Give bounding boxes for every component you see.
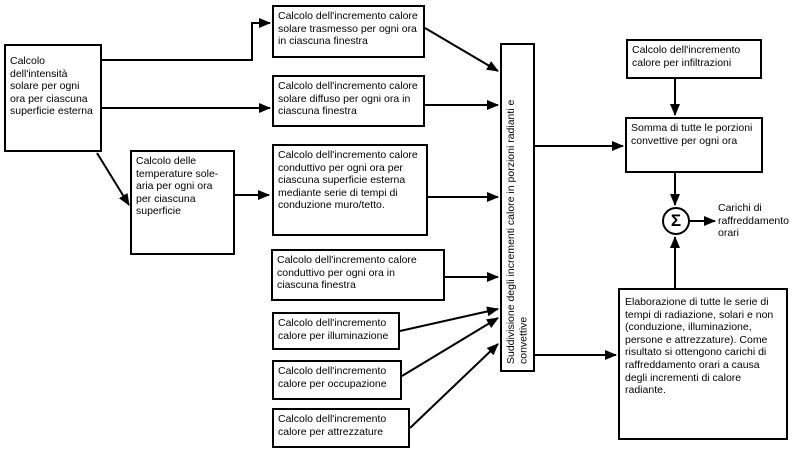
sigma-icon: Σ <box>670 210 682 230</box>
node-incremento-conduttivo-superficie: Calcolo dell'incremento calore conduttiv… <box>272 144 428 236</box>
node-elaborazione-serie-tempi: Elaborazione di tutte le serie di tempi … <box>618 288 788 440</box>
node-temperature-sole-aria: Calcolo delle temperature sole-aria per … <box>130 150 235 255</box>
node-incremento-conduttivo-finestra: Calcolo dell'incremento calore conduttiv… <box>271 249 445 301</box>
node-intensita-solare: Calcolo dell'intensità solare per ogni o… <box>4 44 102 152</box>
output-label-carichi-raffreddamento: Carichi di raffreddamento orari <box>718 202 790 240</box>
node-somma-porzioni-convettive: Somma di tutte le porzioni convettive pe… <box>625 117 763 173</box>
node-incremento-infiltrazioni: Calcolo dell'incremento calore per infil… <box>626 39 762 79</box>
node-incremento-occupazione: Calcolo dell'incremento calore per occup… <box>272 360 402 400</box>
node-incremento-attrezzature: Calcolo dell'incremento calore per attre… <box>272 408 410 448</box>
node-incremento-solare-diffuso: Calcolo dell'incremento calore solare di… <box>272 75 425 127</box>
node-incremento-solare-trasmesso: Calcolo dell'incremento calore solare tr… <box>272 5 425 58</box>
sigma-summation-node: Σ <box>662 207 690 235</box>
node-incremento-illuminazione: Calcolo dell'incremento calore per illum… <box>272 312 400 350</box>
node-suddivisione-radianti-convettive: Suddivisione degli incrementi calore in … <box>500 43 535 372</box>
